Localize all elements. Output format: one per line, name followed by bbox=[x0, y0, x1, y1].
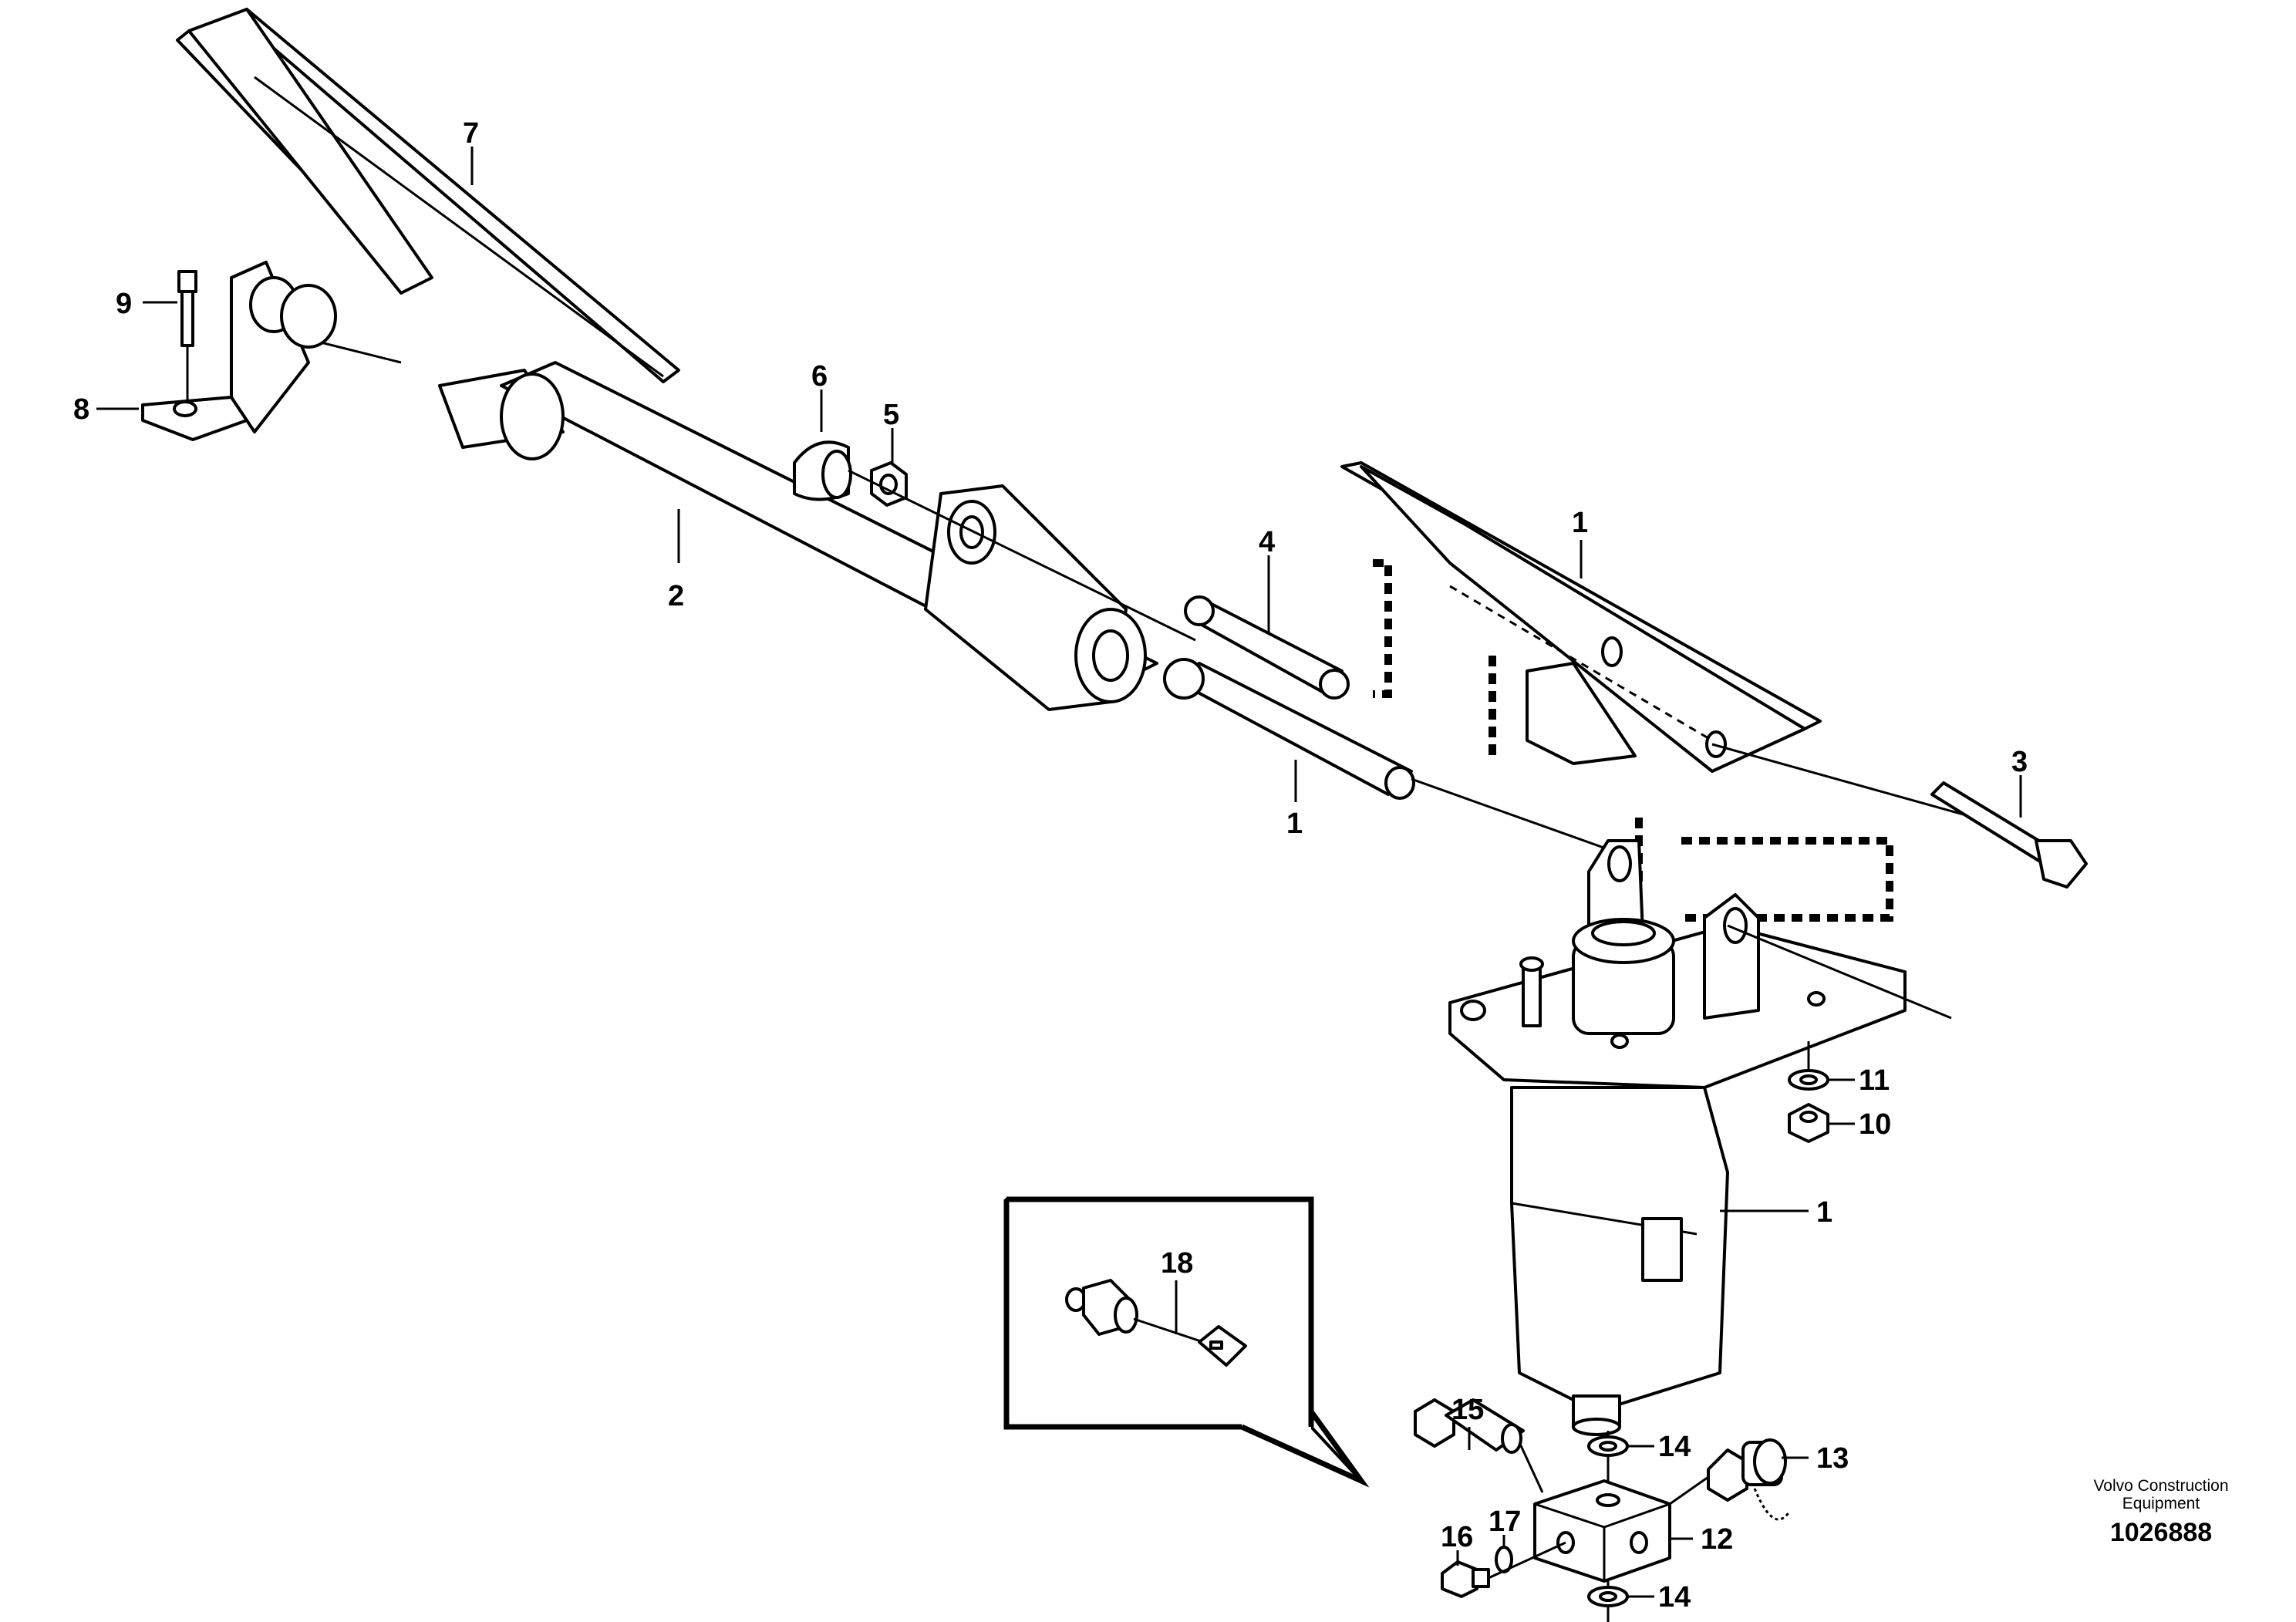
label-10: 10 bbox=[1859, 1108, 1891, 1141]
bolt-9 bbox=[177, 270, 197, 401]
label-7: 7 bbox=[463, 117, 479, 150]
washer-14-lower bbox=[1587, 1586, 1629, 1607]
label-16: 16 bbox=[1441, 1521, 1473, 1553]
brake-valve-1 bbox=[1448, 839, 1907, 1436]
label-2: 2 bbox=[668, 580, 684, 612]
label-14-upper: 14 bbox=[1658, 1431, 1691, 1463]
bolt-3 bbox=[1930, 781, 2088, 889]
label-5: 5 bbox=[883, 399, 899, 431]
label-11: 11 bbox=[1859, 1064, 1890, 1097]
pedal-assembly bbox=[176, 8, 1158, 711]
nut-10 bbox=[1788, 1103, 1829, 1143]
label-18: 18 bbox=[1161, 1247, 1193, 1280]
bracket-8 bbox=[141, 261, 337, 441]
brand-line-1: Volvo Construction bbox=[2093, 1477, 2228, 1495]
label-6: 6 bbox=[811, 360, 828, 393]
pressure-sensor-18 bbox=[1065, 1279, 1247, 1367]
label-3: 3 bbox=[2011, 746, 2028, 778]
label-9: 9 bbox=[116, 288, 132, 320]
pin-4 bbox=[1184, 595, 1350, 700]
document-number: 1026888 bbox=[2110, 1518, 2212, 1547]
bushing-6 bbox=[793, 440, 852, 501]
label-1-valve: 1 bbox=[1816, 1196, 1832, 1229]
brand-line-2: Equipment bbox=[2122, 1495, 2200, 1512]
leader-lines bbox=[96, 147, 2022, 1598]
label-14-lower: 14 bbox=[1658, 1581, 1691, 1614]
label-8: 8 bbox=[73, 393, 89, 426]
detail-callout bbox=[1003, 1196, 1370, 1488]
block-12 bbox=[1533, 1479, 1671, 1583]
pin-1 bbox=[1163, 658, 1415, 800]
label-12: 12 bbox=[1701, 1523, 1733, 1556]
label-13: 13 bbox=[1816, 1442, 1849, 1475]
washer-14-upper bbox=[1587, 1435, 1629, 1457]
banjo-bolt-15 bbox=[1414, 1398, 1525, 1454]
washer-11 bbox=[1788, 1069, 1829, 1091]
valve-pedal-1 bbox=[1340, 461, 1822, 773]
label-17: 17 bbox=[1489, 1506, 1521, 1538]
label-1-pedal: 1 bbox=[1572, 507, 1588, 539]
plug-16 bbox=[1441, 1560, 1490, 1598]
label-1-pin: 1 bbox=[1286, 808, 1303, 840]
label-4: 4 bbox=[1259, 526, 1275, 558]
label-15: 15 bbox=[1451, 1394, 1484, 1426]
coupling-13 bbox=[1707, 1438, 1791, 1521]
